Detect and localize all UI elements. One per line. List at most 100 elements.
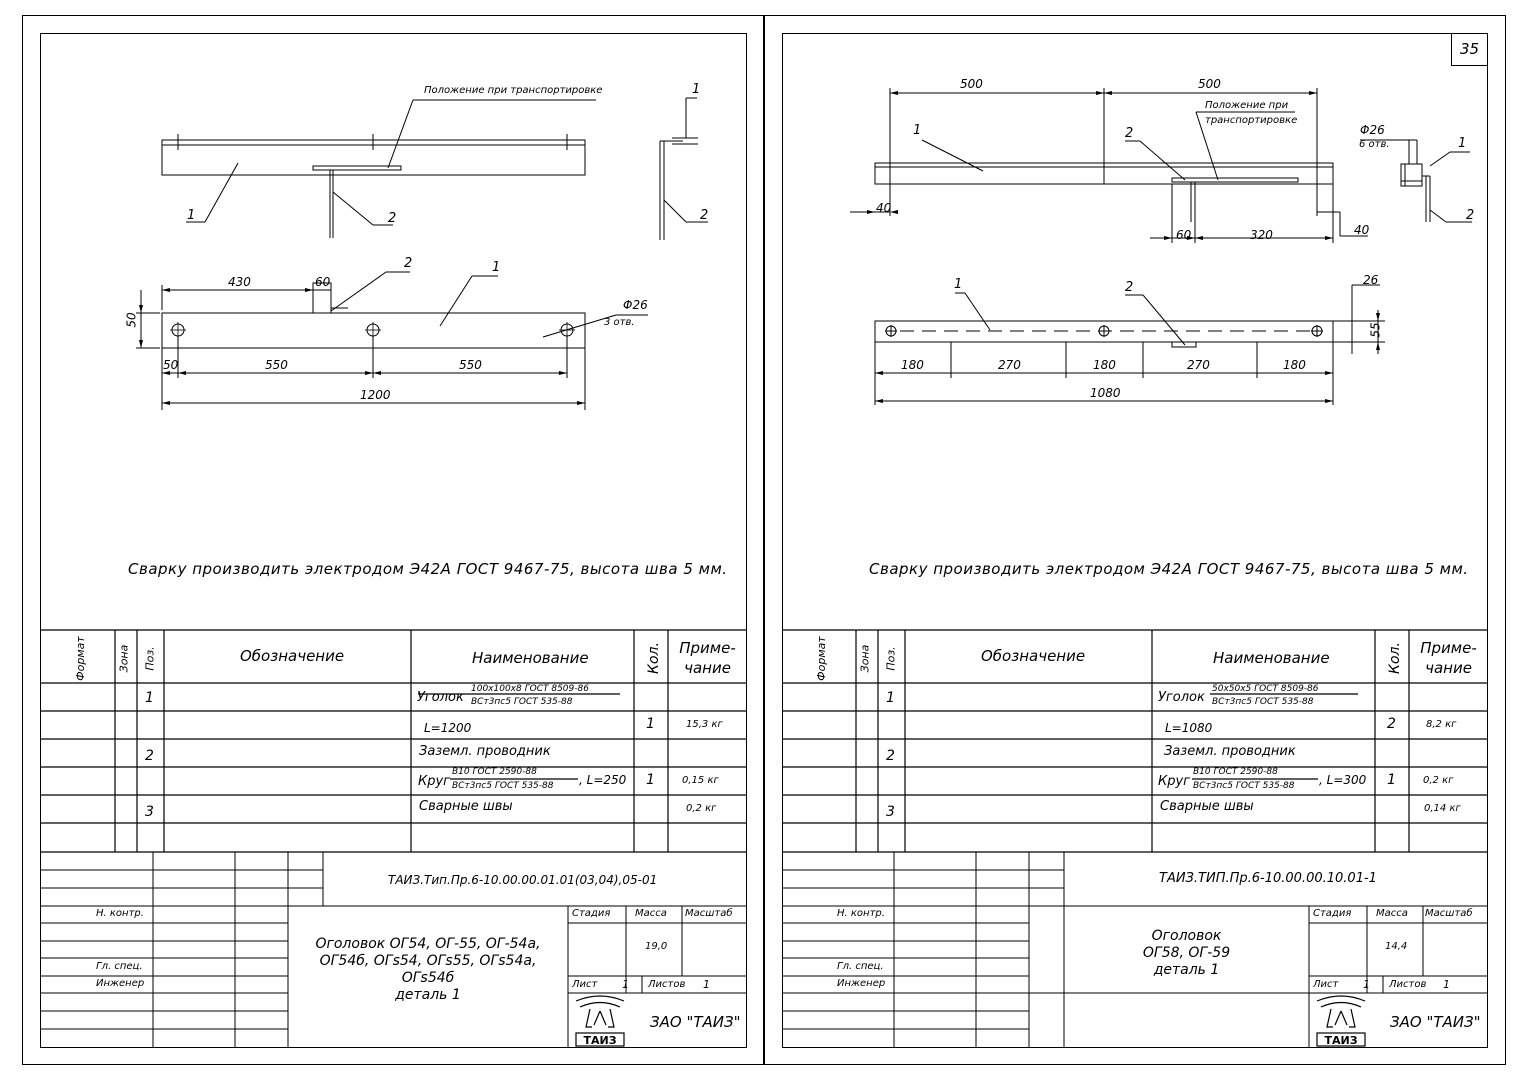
right-row2-qty: 2 xyxy=(1387,716,1396,732)
left-row1-name-prefix: Уголок xyxy=(417,690,464,705)
right-row1-name-prefix: Уголок xyxy=(1158,690,1205,705)
page-divider xyxy=(763,15,765,1065)
left-row5-name: Сварные швы xyxy=(419,799,513,814)
right-sheets-value: 1 xyxy=(1443,978,1450,991)
right-header-pos: Поз. xyxy=(884,646,898,671)
left-sheet-label: Лист xyxy=(572,979,598,990)
left-row4-name-prefix: Круг xyxy=(418,774,451,789)
right-dim-1080: 1080 xyxy=(1090,386,1121,400)
right-logo-text: ТАИЗ xyxy=(1324,1034,1357,1047)
left-row5-pos: 3 xyxy=(145,804,154,820)
left-dim-60: 60 xyxy=(315,275,331,289)
left-row4-suffix: , L=250 xyxy=(579,773,627,787)
right-header-format: Формат xyxy=(814,636,828,681)
right-header-zone: Зона xyxy=(858,644,872,673)
left-callout-2-side: 2 xyxy=(700,208,709,223)
right-dim-60: 60 xyxy=(1176,228,1192,242)
right-n-kontr: Н. контр. xyxy=(837,908,885,919)
left-row2-qty: 1 xyxy=(646,716,655,732)
right-row1-frac-bottom: ВСт3пс5 ГОСТ 535-88 xyxy=(1212,697,1314,707)
right-title: Оголовок ОГ58, ОГ-59 деталь 1 xyxy=(1142,928,1231,978)
left-mass-label: Масса xyxy=(635,908,667,919)
left-callout-1-front: 1 xyxy=(492,260,501,275)
right-welding-note: Сварку производить электродом Э42А ГОСТ … xyxy=(869,560,1469,578)
left-dim-holes-count: 3 отв. xyxy=(604,317,635,328)
right-company: ЗАО "ТАИЗ" xyxy=(1390,1013,1481,1031)
right-dim-320: 320 xyxy=(1250,228,1273,242)
right-scale-label: Масштаб xyxy=(1425,908,1473,919)
right-transport-label-1: Положение при xyxy=(1205,100,1289,111)
left-scale-label: Масштаб xyxy=(685,908,733,919)
right-row5-note: 0,14 кг xyxy=(1424,803,1461,814)
right-header-designation: Обозначение xyxy=(981,647,1086,665)
left-doc-code: ТАИЗ.Тип.Пр.6-10.00.00.01.01(03,04),05-0… xyxy=(388,873,658,887)
left-title: Оголовок ОГ54, ОГ-55, ОГ-54а, ОГ54б, ОГs… xyxy=(315,936,541,1003)
right-header-qty: Кол. xyxy=(1386,642,1403,674)
left-sheets-label: Листов xyxy=(648,979,686,990)
right-row5-pos: 3 xyxy=(886,804,895,820)
right-callout-2-side: 2 xyxy=(1466,208,1475,223)
left-callout-2-front: 2 xyxy=(404,256,413,271)
right-row4-note: 0,2 кг xyxy=(1423,775,1454,786)
right-row4-frac-top: В10 ГОСТ 2590-88 xyxy=(1193,767,1278,777)
right-dim-270-b: 270 xyxy=(1187,358,1210,372)
left-stage-label: Стадия xyxy=(572,908,611,919)
right-row1-frac-top: 50х50х5 ГОСТ 8509-86 xyxy=(1212,684,1319,694)
right-sheets-label: Листов xyxy=(1389,979,1427,990)
left-row4-frac-top: В10 ГОСТ 2590-88 xyxy=(452,767,537,777)
left-row4-frac-bottom: ВСт3пс5 ГОСТ 535-88 xyxy=(452,781,554,791)
left-header-name: Наименование xyxy=(472,649,589,667)
right-sheet-value: 1 xyxy=(1363,978,1370,991)
right-sheet xyxy=(782,33,1488,1048)
left-dim-50: 50 xyxy=(163,358,179,372)
left-logo-text: ТАИЗ xyxy=(583,1034,616,1047)
right-hole-dim: Φ26 xyxy=(1360,123,1385,137)
right-header-note: Приме- чание xyxy=(1420,639,1477,677)
right-callout-1-side: 1 xyxy=(1458,136,1467,151)
right-transport-label-2: транспортировке xyxy=(1205,115,1298,126)
left-row5-note: 0,2 кг xyxy=(686,803,717,814)
right-header-name: Наименование xyxy=(1213,649,1330,667)
left-header-designation: Обозначение xyxy=(240,647,345,665)
left-sheet xyxy=(40,33,747,1048)
right-callout-1-front: 1 xyxy=(954,277,963,292)
left-engineer: Инженер xyxy=(96,978,145,989)
right-dim-180-a: 180 xyxy=(901,358,924,372)
left-dim-hole: Φ26 xyxy=(623,298,648,312)
left-dim-550-a: 550 xyxy=(265,358,288,372)
page-number-box xyxy=(1451,33,1488,66)
right-dim-40-b: 40 xyxy=(1354,223,1370,237)
left-sheet-value: 1 xyxy=(622,978,629,991)
left-row4-qty: 1 xyxy=(646,772,655,788)
right-dim-500-a: 500 xyxy=(960,77,983,91)
right-callout-2-front: 2 xyxy=(1125,280,1134,295)
right-dim-40-a: 40 xyxy=(876,201,892,215)
right-stage-label: Стадия xyxy=(1313,908,1352,919)
page-number: 35 xyxy=(1459,40,1480,58)
right-row4-frac-bottom: ВСт3пс5 ГОСТ 535-88 xyxy=(1193,781,1295,791)
right-row4-name-prefix: Круг xyxy=(1158,774,1191,789)
right-gl-spec: Гл. спец. xyxy=(837,961,884,972)
left-welding-note: Сварку производить электродом Э42А ГОСТ … xyxy=(128,560,728,578)
left-n-kontr: Н. контр. xyxy=(96,908,144,919)
right-row3-name: Заземл. проводник xyxy=(1164,744,1296,759)
right-row4-qty: 1 xyxy=(1387,772,1396,788)
right-taiz-logo: ТАИЗ xyxy=(1316,995,1366,1047)
right-dim-270-a: 270 xyxy=(998,358,1021,372)
right-row4-suffix: , L=300 xyxy=(1319,773,1367,787)
right-sheet-label: Лист xyxy=(1313,979,1339,990)
right-mass-value: 14,4 xyxy=(1385,941,1408,952)
right-dim-500-b: 500 xyxy=(1198,77,1221,91)
right-dim-180-b: 180 xyxy=(1093,358,1116,372)
left-company: ЗАО "ТАИЗ" xyxy=(650,1013,741,1031)
left-taiz-logo: ТАИЗ xyxy=(575,995,625,1047)
left-dim-550-b: 550 xyxy=(459,358,482,372)
right-engineer: Инженер xyxy=(837,978,886,989)
right-callout-2-top: 2 xyxy=(1125,126,1134,141)
left-gl-spec: Гл. спец. xyxy=(96,961,143,972)
left-row1-pos: 1 xyxy=(145,690,154,706)
left-sheets-value: 1 xyxy=(703,978,710,991)
